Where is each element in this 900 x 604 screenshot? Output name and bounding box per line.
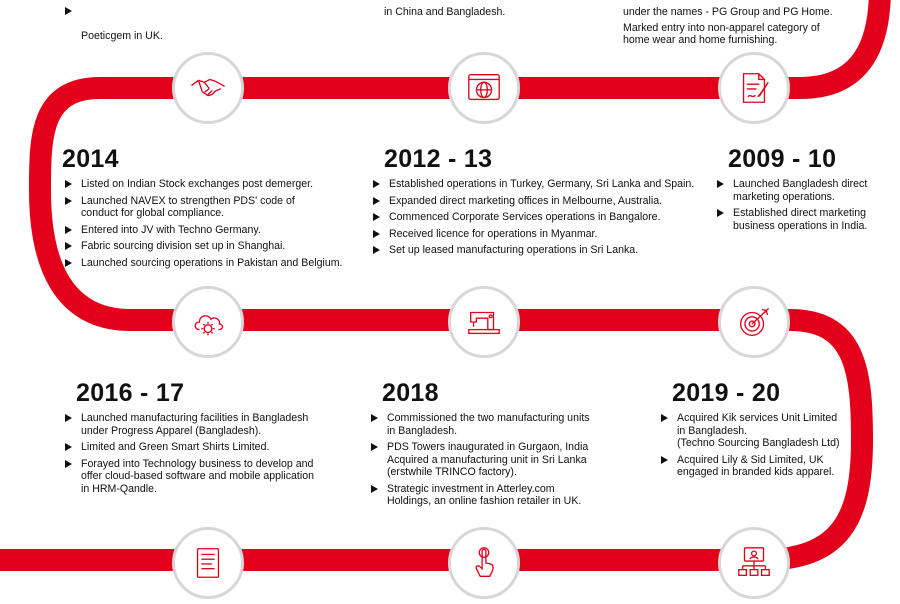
milestone-item: Commenced Corporate Services operations …: [370, 211, 715, 224]
milestone-item: Entered into JV with Techno Germany.: [62, 224, 382, 237]
network-person-icon: [738, 547, 770, 577]
network-person-node: [718, 527, 790, 599]
globe-node: [448, 52, 520, 124]
report-icon: [196, 548, 220, 578]
milestone-list: Commissioned the two manufacturing units…: [368, 412, 628, 508]
target-node: [718, 286, 790, 358]
handshake-icon: [191, 78, 225, 97]
milestone-year: 2012 - 13: [384, 145, 493, 173]
globe-icon: [468, 74, 500, 101]
milestone-item: Established direct marketing business op…: [714, 207, 894, 232]
milestone-year: 2019 - 20: [672, 379, 781, 407]
milestone-year: 2016 - 17: [76, 379, 185, 407]
milestone-2012-13: 2012 - 13 Established operations in Turk…: [370, 146, 715, 261]
milestone-item: Received licence for operations in Myanm…: [370, 228, 715, 241]
milestone-2016-17: 2016 - 17 Launched manufacturing facilit…: [62, 380, 362, 499]
milestone-item: Commissioned the two manufacturing units…: [368, 412, 628, 437]
milestone-item: Launched sourcing operations in Pakistan…: [62, 257, 382, 270]
milestone-item: Launched Bangladesh direct marketing ope…: [714, 178, 894, 203]
milestone-item: Launched manufacturing facilities in Ban…: [62, 412, 362, 437]
document-pen-node: [718, 52, 790, 124]
milestone-item: Acquired Kik services Unit Limited in Ba…: [658, 412, 888, 450]
sewing-machine-node: [448, 286, 520, 358]
handshake-node: [172, 52, 244, 124]
milestone-list: Launched manufacturing facilities in Ban…: [62, 412, 362, 495]
cloud-gear-icon: [194, 315, 224, 336]
milestone-item: Fabric sourcing division set up in Shang…: [62, 240, 382, 253]
top-fragment-right-2: Marked entry into non-apparel category o…: [623, 21, 820, 47]
milestone-item: PDS Towers inaugurated in Gurgaon, India…: [368, 441, 628, 479]
milestone-list: Established operations in Turkey, German…: [370, 178, 715, 257]
report-node: [172, 527, 244, 599]
touch-hand-icon: [475, 547, 494, 577]
milestone-item: Established operations in Turkey, German…: [370, 178, 715, 191]
milestone-2009-10: 2009 - 10 Launched Bangladesh direct mar…: [714, 146, 894, 236]
cloud-gear-node: [172, 286, 244, 358]
sewing-machine-icon: [468, 311, 500, 335]
timeline-path: [0, 0, 891, 571]
target-icon: [740, 308, 769, 336]
top-fragment-left: Poeticgem in UK.: [62, 5, 163, 43]
top-fragment-right-1: under the names - PG Group and PG Home.: [623, 5, 833, 18]
milestone-2018: 2018 Commissioned the two manufacturing …: [368, 380, 628, 512]
touch-hand-node: [448, 527, 520, 599]
bullet-arrow-icon: [65, 7, 72, 15]
milestone-item: Acquired Lily & Sid Limited, UK engaged …: [658, 454, 888, 479]
top-fragment-center: in China and Bangladesh.: [384, 5, 506, 18]
milestone-year: 2014: [62, 145, 119, 173]
document-pen-icon: [742, 73, 769, 103]
milestone-item: Set up leased manufacturing operations i…: [370, 244, 715, 257]
milestone-item: Listed on Indian Stock exchanges post de…: [62, 178, 382, 191]
milestone-item: Strategic investment in Atterley.com Hol…: [368, 483, 628, 508]
milestone-item: Limited and Green Smart Shirts Limited.: [62, 441, 362, 454]
milestone-list: Launched Bangladesh direct marketing ope…: [714, 178, 894, 232]
milestone-item: Forayed into Technology business to deve…: [62, 458, 362, 496]
milestone-year: 2018: [382, 379, 439, 407]
milestone-list: Listed on Indian Stock exchanges post de…: [62, 178, 382, 269]
milestone-item: Launched NAVEX to strengthen PDS' code o…: [62, 195, 382, 220]
milestone-2014: 2014 Listed on Indian Stock exchanges po…: [62, 146, 382, 273]
milestone-item: Expanded direct marketing offices in Mel…: [370, 195, 715, 208]
milestone-year: 2009 - 10: [728, 145, 837, 173]
milestone-2019-20: 2019 - 20 Acquired Kik services Unit Lim…: [658, 380, 888, 483]
milestone-list: Acquired Kik services Unit Limited in Ba…: [658, 412, 888, 479]
